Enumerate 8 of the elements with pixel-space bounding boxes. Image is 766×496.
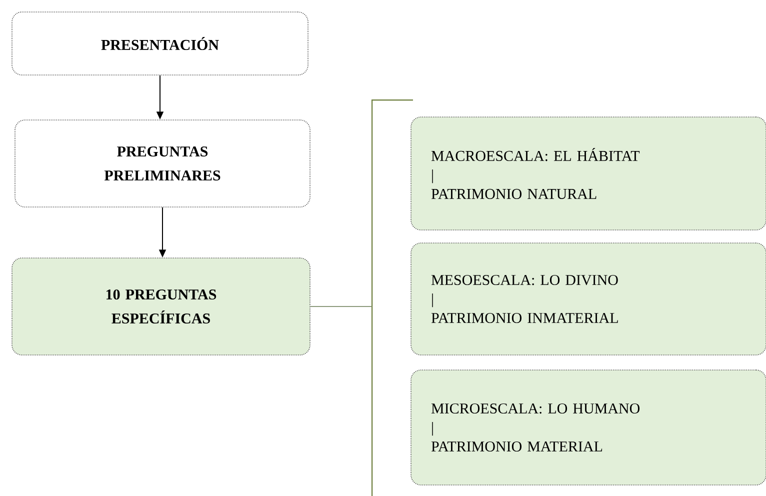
scale-box: MICROESCALA: LO HUMANO | PATRIMONIO MATERIAL bbox=[410, 370, 766, 486]
bracket bbox=[371, 99, 413, 496]
step-box: PRESENTACIÓN bbox=[12, 12, 308, 76]
connector-line bbox=[310, 306, 372, 307]
step-box: 10 PREGUNTAS ESPECÍFICAS bbox=[12, 258, 310, 356]
scale-box: MESOESCALA: LO DIVINO | PATRIMONIO INMATERIAL bbox=[410, 242, 766, 356]
step-box: PREGUNTAS PRELIMINARES bbox=[14, 120, 310, 208]
scale-box: MACROESCALA: EL HÁBITAT | PATRIMONIO NATURAL bbox=[410, 116, 766, 230]
